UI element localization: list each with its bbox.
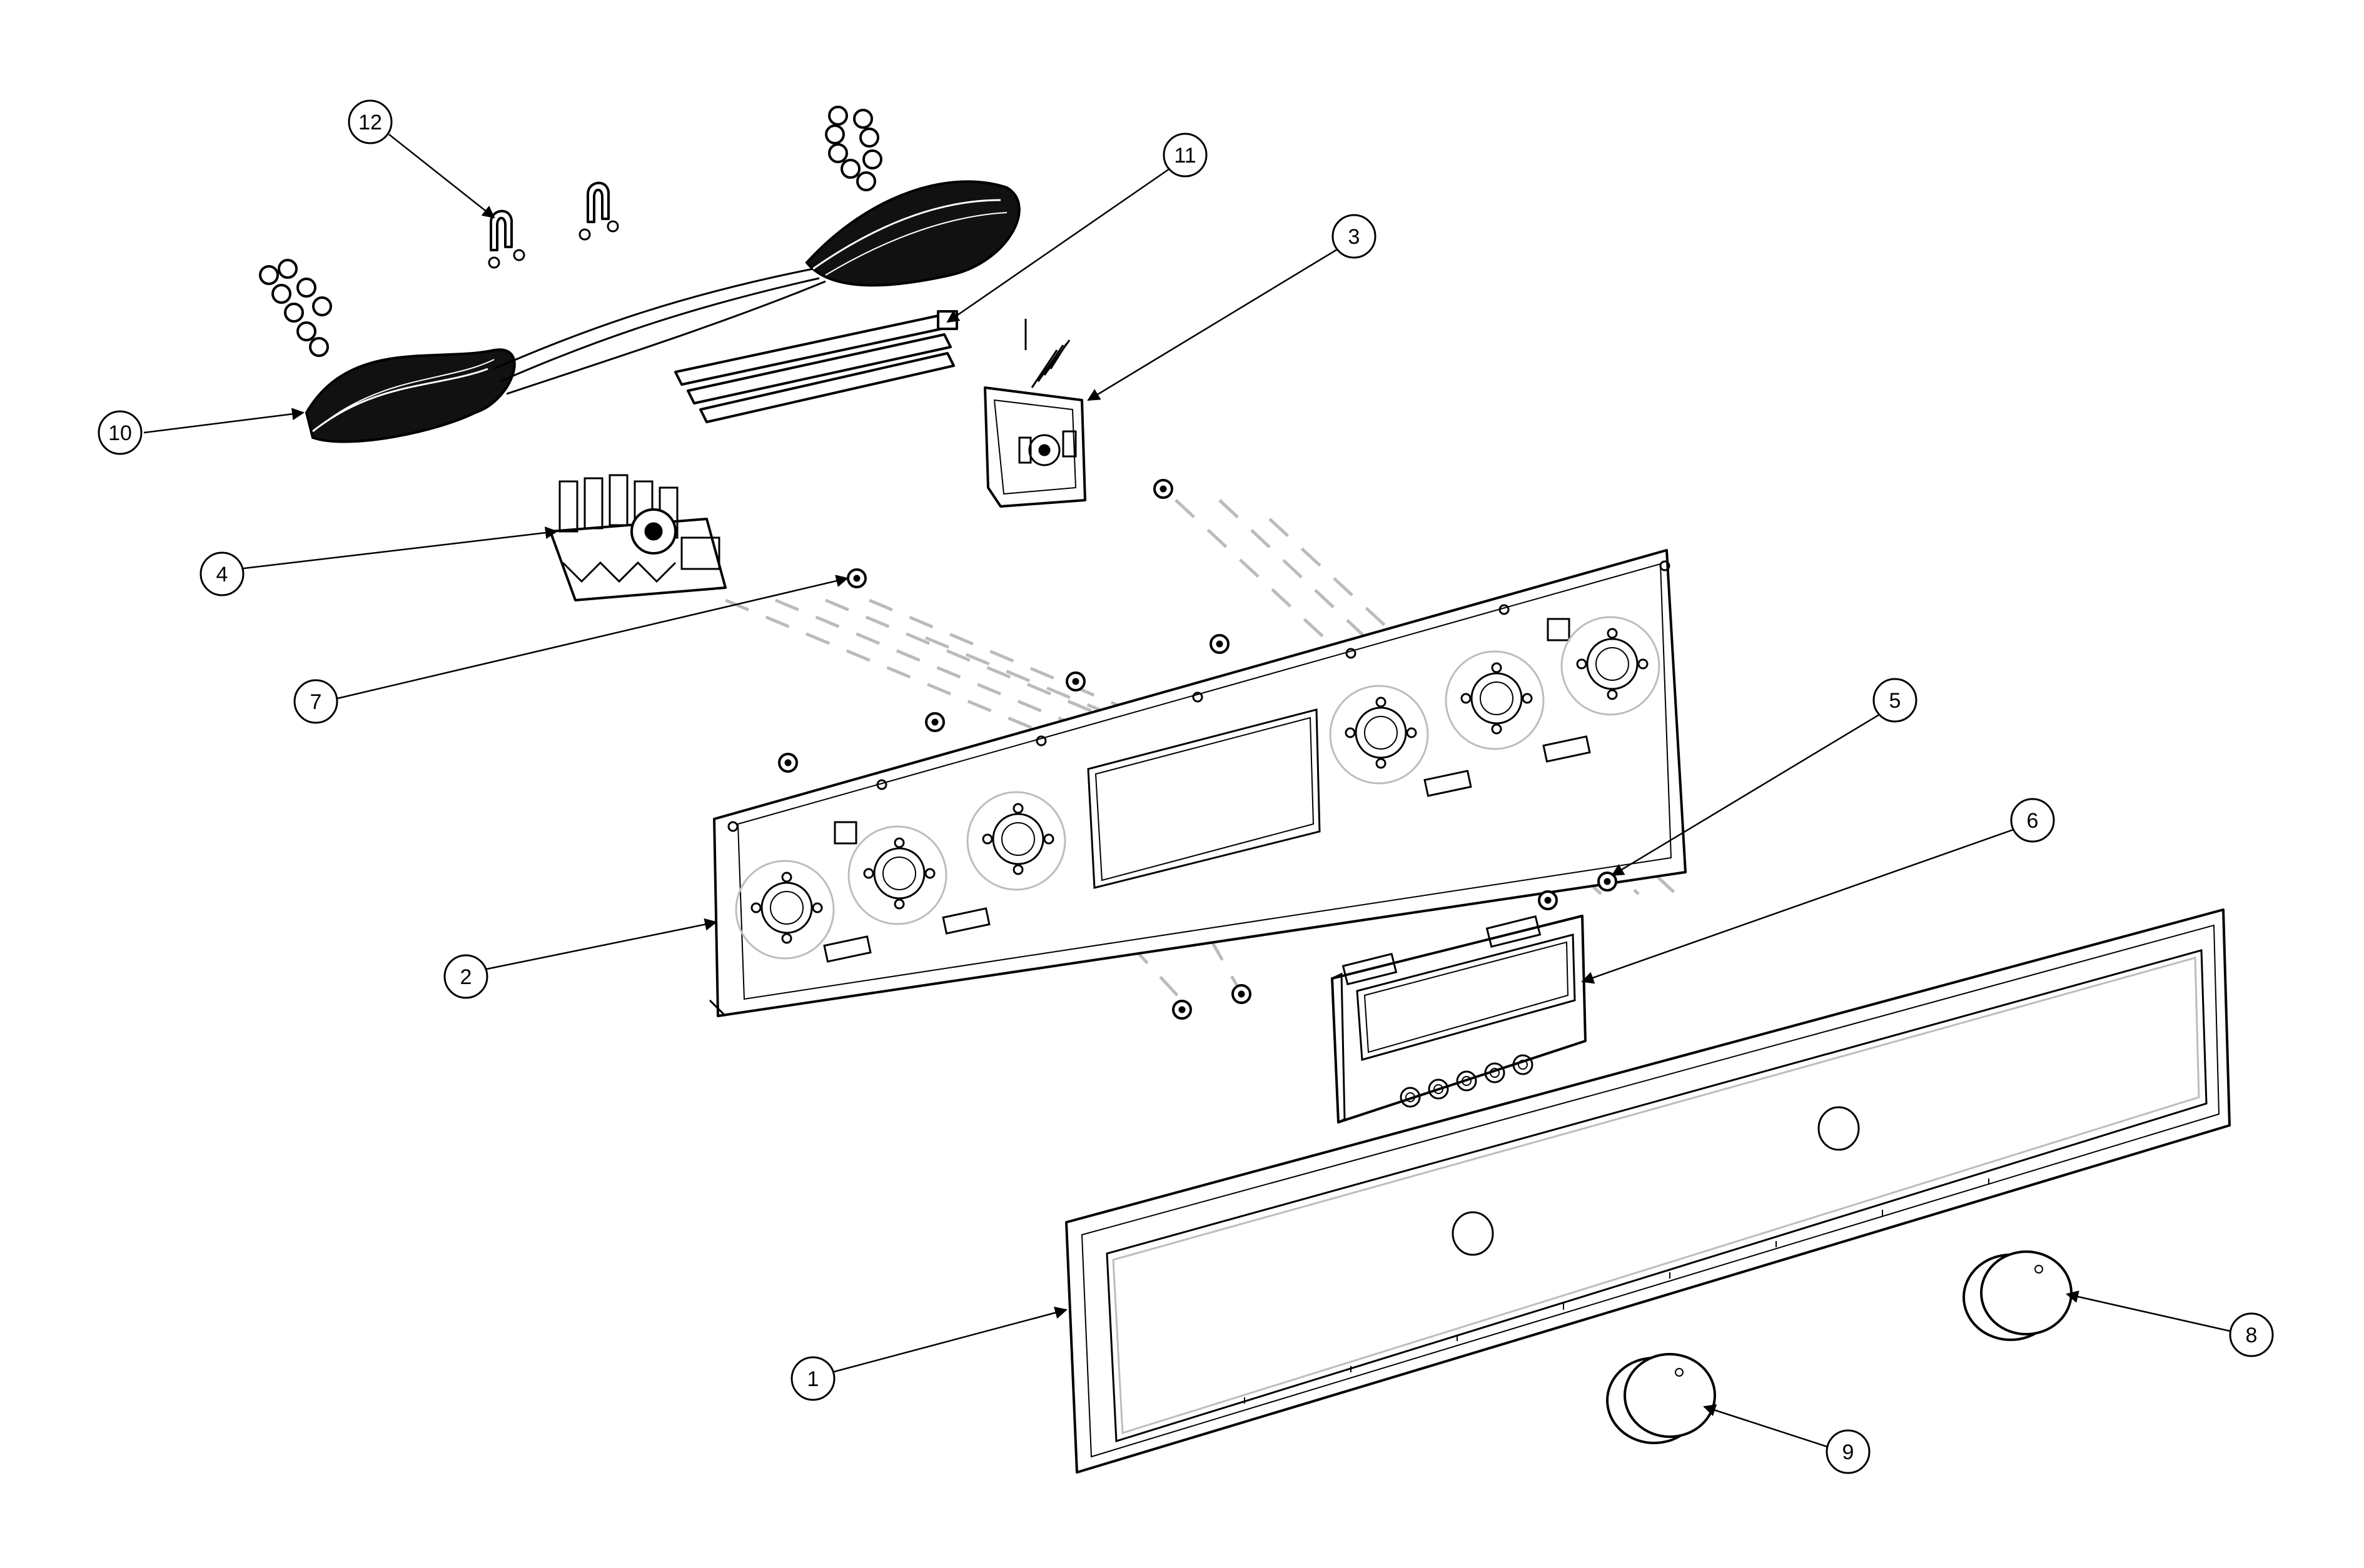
svg-text:4: 4 xyxy=(216,563,228,586)
screw-7 xyxy=(1172,1000,1192,1020)
svg-text:6: 6 xyxy=(2027,809,2039,833)
svg-text:1: 1 xyxy=(807,1367,819,1391)
wire-harness xyxy=(259,106,1021,443)
callout-12: 12 xyxy=(348,99,393,144)
jumper-wires xyxy=(674,310,958,423)
screw-3 xyxy=(1066,671,1086,691)
callout-9: 9 xyxy=(1826,1429,1871,1474)
callout-3: 3 xyxy=(1331,214,1376,259)
knob-mount-2 xyxy=(847,825,947,925)
screw-2 xyxy=(925,712,945,732)
screw-10 xyxy=(1597,872,1617,892)
callout-4: 4 xyxy=(200,551,245,596)
screws xyxy=(778,479,1617,1020)
infinite-switch xyxy=(984,319,1086,508)
knob-mounts xyxy=(735,616,1660,960)
terminal-block xyxy=(549,474,727,601)
svg-text:7: 7 xyxy=(310,690,322,714)
callout-5: 5 xyxy=(1872,678,1917,723)
callout-10: 10 xyxy=(98,410,143,455)
knob-mount-1 xyxy=(735,860,835,960)
connector-chain-left xyxy=(259,259,332,357)
mounting-bracket-plate xyxy=(709,549,1687,1017)
front-trim-panel xyxy=(1065,908,2231,1474)
knob-mount-5 xyxy=(1445,650,1545,750)
callout-8: 8 xyxy=(2229,1312,2274,1357)
screw-8 xyxy=(1231,984,1251,1004)
screw-1 xyxy=(778,753,798,773)
svg-text:2: 2 xyxy=(460,965,472,989)
callout-6: 6 xyxy=(2010,798,2055,843)
svg-text:8: 8 xyxy=(2246,1324,2258,1347)
screw-9 xyxy=(1538,890,1558,910)
callout-1: 1 xyxy=(791,1356,836,1401)
leader-lines xyxy=(143,134,2233,1449)
control-knob-8 xyxy=(1962,1250,2073,1341)
panel-bottom-ticks xyxy=(1244,1179,1989,1404)
svg-text:5: 5 xyxy=(1889,689,1901,713)
callout-11: 11 xyxy=(1163,133,1208,178)
svg-text:9: 9 xyxy=(1842,1440,1854,1464)
knob-mount-4 xyxy=(1329,685,1429,785)
svg-text:10: 10 xyxy=(108,421,132,445)
control-knob-9 xyxy=(1606,1353,1716,1444)
screw-6 xyxy=(1153,479,1173,499)
screw-5 xyxy=(847,568,867,588)
screw-4 xyxy=(1210,634,1230,654)
svg-text:3: 3 xyxy=(1348,225,1360,249)
wire-clips xyxy=(488,181,619,269)
display-buttons xyxy=(1400,1054,1533,1108)
svg-text:11: 11 xyxy=(1174,144,1196,168)
callout-7: 7 xyxy=(293,679,338,724)
knob-mount-6 xyxy=(1560,616,1660,716)
display-control-board xyxy=(1331,915,1587,1124)
callout-2: 2 xyxy=(443,954,488,999)
knob-mount-3 xyxy=(966,791,1066,891)
svg-text:12: 12 xyxy=(358,111,382,134)
connector-chain-right xyxy=(825,106,882,191)
